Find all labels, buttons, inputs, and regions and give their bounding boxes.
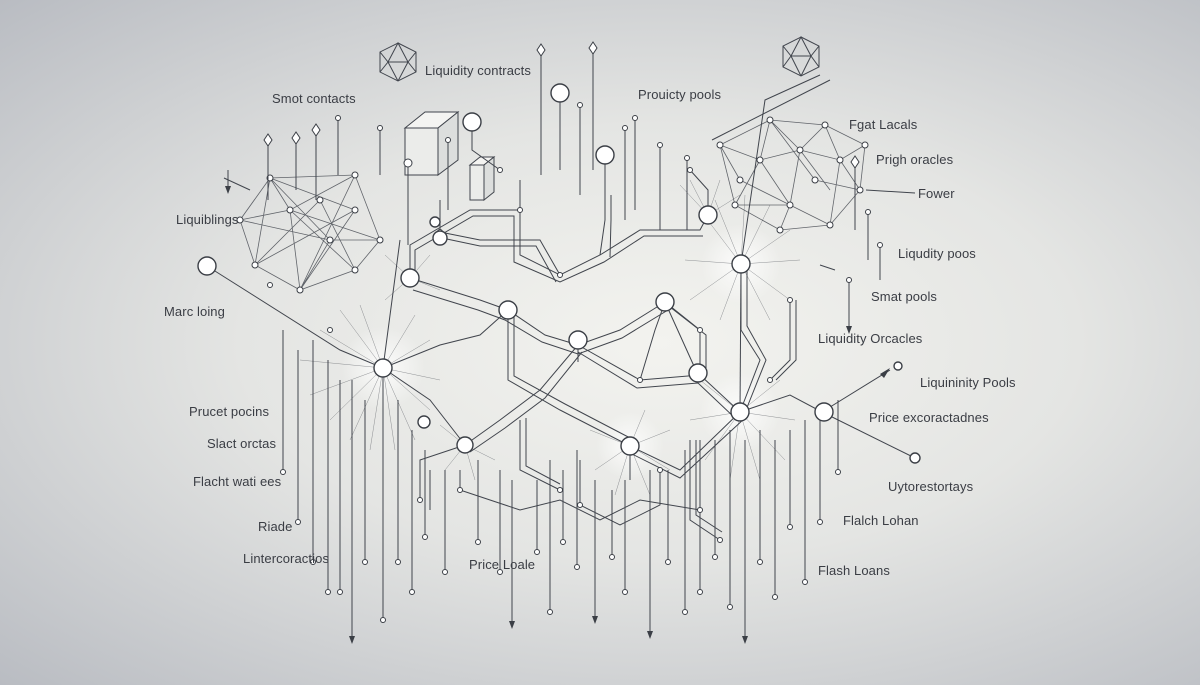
node-lower-right-hub: [730, 402, 750, 422]
node-lower-mid: [688, 363, 708, 383]
top-pin-heads: [263, 41, 883, 283]
node-right-arrow-end: [893, 361, 903, 371]
node-far-right: [814, 402, 834, 422]
label-liquiblings: Liquiblings: [176, 212, 239, 227]
label-prouicty-pools: Prouicty pools: [638, 87, 722, 102]
label-intercoractios: Lintercoractios: [243, 551, 330, 566]
node-left-junction: [400, 268, 420, 288]
starburst-lines: [299, 179, 801, 496]
node-right-hub: [731, 254, 751, 274]
label-smat-pools: Smat pools: [871, 289, 938, 304]
label-prucet-pocins: Prucet pocins: [189, 404, 270, 419]
label-fgat-lacals: Fgat Lacals: [849, 117, 918, 132]
node-stems: [559, 102, 631, 480]
left-mesh: [239, 174, 381, 291]
node-far-left: [197, 256, 217, 276]
label-flach-lohan: Flalch Lohan: [843, 513, 919, 528]
main-nodes: [197, 83, 921, 464]
label-flacht-watles: Flacht wati ees: [193, 474, 282, 489]
label-liqudity-poos: Liqudity poos: [898, 246, 976, 261]
label-uytorestortays: Uytorestortays: [888, 479, 974, 494]
node-lower-center: [620, 436, 640, 456]
label-leaders: [223, 79, 916, 271]
top-right-icosahedron: [782, 35, 820, 77]
label-flash-loans: Flash Loans: [818, 563, 890, 578]
node-lower-left-small: [417, 415, 431, 429]
drop-lines: [227, 170, 839, 640]
drop-arrows: [225, 186, 890, 644]
node-upper-mid: [595, 145, 615, 165]
node-small-b: [429, 216, 441, 228]
node-right-lower-end: [909, 452, 921, 464]
label-price-excoractadnes: Price excoractadnes: [869, 410, 989, 425]
node-center: [498, 300, 518, 320]
label-power: Fower: [918, 186, 955, 201]
node-upper-left: [462, 112, 482, 132]
node-right-junction: [655, 292, 675, 312]
top-left-icosahedron: [379, 41, 417, 82]
drop-end-nodes: [267, 167, 841, 623]
node-small-a: [432, 230, 448, 246]
label-price-loale: Price Loale: [469, 557, 536, 572]
label-liquidity-pools: Liquininity Pools: [920, 375, 1016, 390]
top-pins: [267, 48, 881, 330]
node-top-center: [550, 83, 570, 103]
label-slact-orctas: Slact orctas: [207, 436, 277, 451]
node-center-right: [568, 330, 588, 350]
node-left-hub: [373, 358, 393, 378]
label-prigh-oracles: Prigh oracles: [876, 152, 954, 167]
node-upper-right: [698, 205, 718, 225]
label-marc-loing: Marc loing: [164, 304, 225, 319]
label-liquidity-contracts: Liquidity contracts: [425, 63, 531, 78]
right-mesh-nodes: [716, 116, 869, 234]
label-riade: Riade: [258, 519, 293, 534]
node-lower-left: [456, 436, 474, 454]
label-smart-contacts: Smot contacts: [272, 91, 356, 106]
label-liquidity-orcacles: Liquidity Orcacles: [818, 331, 923, 346]
right-mesh: [719, 119, 866, 231]
